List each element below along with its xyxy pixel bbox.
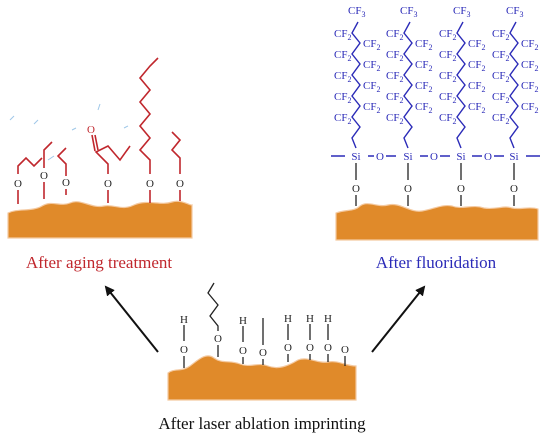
- laser-oxygen-8: O: [341, 344, 349, 356]
- cf2-label: CF2: [415, 59, 432, 73]
- aging-oxygen-2: O: [40, 170, 48, 182]
- laser-substrate: [167, 355, 357, 401]
- cf2-label: CF2: [386, 112, 403, 126]
- cf2-label: CF2: [521, 59, 538, 73]
- laser-oxygen-1: O: [180, 344, 188, 356]
- silicon-atom-1: Si: [351, 151, 360, 163]
- fluoro-chain-3: SiO: [456, 21, 466, 206]
- aging-oxygen-5: O: [146, 178, 154, 190]
- cf2-label: CF2: [363, 80, 380, 94]
- laser-oxygen-5: O: [284, 342, 292, 354]
- laser-hydrogen-4: H: [306, 313, 314, 325]
- cf2-label: CF2: [415, 101, 432, 115]
- cf3-label: CF3: [400, 5, 417, 19]
- fluoridation-caption: After fluoridation: [376, 253, 497, 272]
- laser-caption: After laser ablation imprinting: [158, 414, 366, 433]
- cf2-label: CF2: [334, 112, 351, 126]
- silicon-atom-2: Si: [403, 151, 412, 163]
- cf2-label: CF2: [468, 80, 485, 94]
- cf2-label: CF2: [521, 101, 538, 115]
- fluoro-chain-2: SiO: [403, 21, 413, 206]
- aging-oxygen-3: O: [62, 177, 70, 189]
- bridge-oxygen-3: O: [484, 151, 492, 163]
- cf2-label: CF2: [334, 91, 351, 105]
- aging-oxygen-1: O: [14, 178, 22, 190]
- fluoro-substrate: [335, 203, 539, 241]
- cf2-label: CF2: [415, 38, 432, 52]
- cf2-label: CF2: [386, 28, 403, 42]
- cf2-label: CF2: [521, 38, 538, 52]
- cf2-label: CF2: [334, 28, 351, 42]
- cf2-label: CF2: [439, 112, 456, 126]
- cf2-label: CF2: [334, 70, 351, 84]
- anchor-oxygen-1: O: [352, 183, 360, 195]
- cf2-label: CF2: [415, 80, 432, 94]
- cf2-label: CF2: [492, 28, 509, 42]
- cf2-label: CF2: [439, 28, 456, 42]
- carbonyl-oxygen: O: [87, 124, 95, 136]
- cf2-label: CF2: [439, 91, 456, 105]
- cf3-label: CF3: [506, 5, 523, 19]
- fluoro-chain-4: SiO: [509, 21, 519, 206]
- cf2-label: CF2: [492, 49, 509, 63]
- laser-oxygen-4: O: [259, 347, 267, 359]
- laser-oxygen-3: O: [239, 345, 247, 357]
- cf2-label: CF2: [386, 91, 403, 105]
- laser-hydrogen-5: H: [324, 313, 332, 325]
- aging-panel: O O O O O O O After aging treatment: [7, 57, 193, 272]
- cf3-label: CF3: [348, 5, 365, 19]
- anchor-oxygen-4: O: [510, 183, 518, 195]
- aging-residue: [9, 103, 129, 161]
- cf2-label: CF2: [386, 70, 403, 84]
- laser-panel: H O O H O O H O H O H O O After laser ab…: [158, 282, 366, 433]
- cf2-label: CF2: [363, 38, 380, 52]
- laser-oxygen-2: O: [214, 333, 222, 345]
- laser-oxygen-6: O: [306, 342, 314, 354]
- cf2-label: CF2: [386, 49, 403, 63]
- cf2-label: CF2: [334, 49, 351, 63]
- arrow-to-fluoridation: [371, 285, 426, 353]
- bridge-oxygen-2: O: [430, 151, 438, 163]
- cf2-label: CF2: [363, 59, 380, 73]
- anchor-oxygen-2: O: [404, 183, 412, 195]
- silicon-atom-3: Si: [456, 151, 465, 163]
- fluoridation-panel: O O O SiOCF2CF2CF2CF2CF2CF2CF2CF2CF2CF3S…: [331, 5, 540, 241]
- silicon-atom-4: Si: [509, 151, 518, 163]
- aging-caption: After aging treatment: [26, 253, 173, 272]
- laser-oxygen-7: O: [324, 342, 332, 354]
- anchor-oxygen-3: O: [457, 183, 465, 195]
- bridge-oxygen-1: O: [376, 151, 384, 163]
- cf2-label: CF2: [363, 101, 380, 115]
- arrow-to-aging: [104, 285, 159, 353]
- aging-oxygen-4: O: [104, 178, 112, 190]
- aging-oxygen-6: O: [176, 178, 184, 190]
- cf3-label: CF3: [453, 5, 470, 19]
- cf2-label: CF2: [492, 70, 509, 84]
- cf2-label: CF2: [468, 38, 485, 52]
- cf2-label: CF2: [492, 112, 509, 126]
- cf2-label: CF2: [439, 49, 456, 63]
- cf2-label: CF2: [521, 80, 538, 94]
- cf2-label: CF2: [468, 101, 485, 115]
- fluoro-chain-1: SiO: [351, 21, 361, 206]
- aging-substrate: [7, 200, 193, 239]
- cf2-label: CF2: [468, 59, 485, 73]
- cf2-label: CF2: [439, 70, 456, 84]
- laser-hydrogen-2: H: [239, 315, 247, 327]
- laser-hydrogen-3: H: [284, 313, 292, 325]
- laser-hydrogen-1: H: [180, 314, 188, 326]
- cf2-label: CF2: [492, 91, 509, 105]
